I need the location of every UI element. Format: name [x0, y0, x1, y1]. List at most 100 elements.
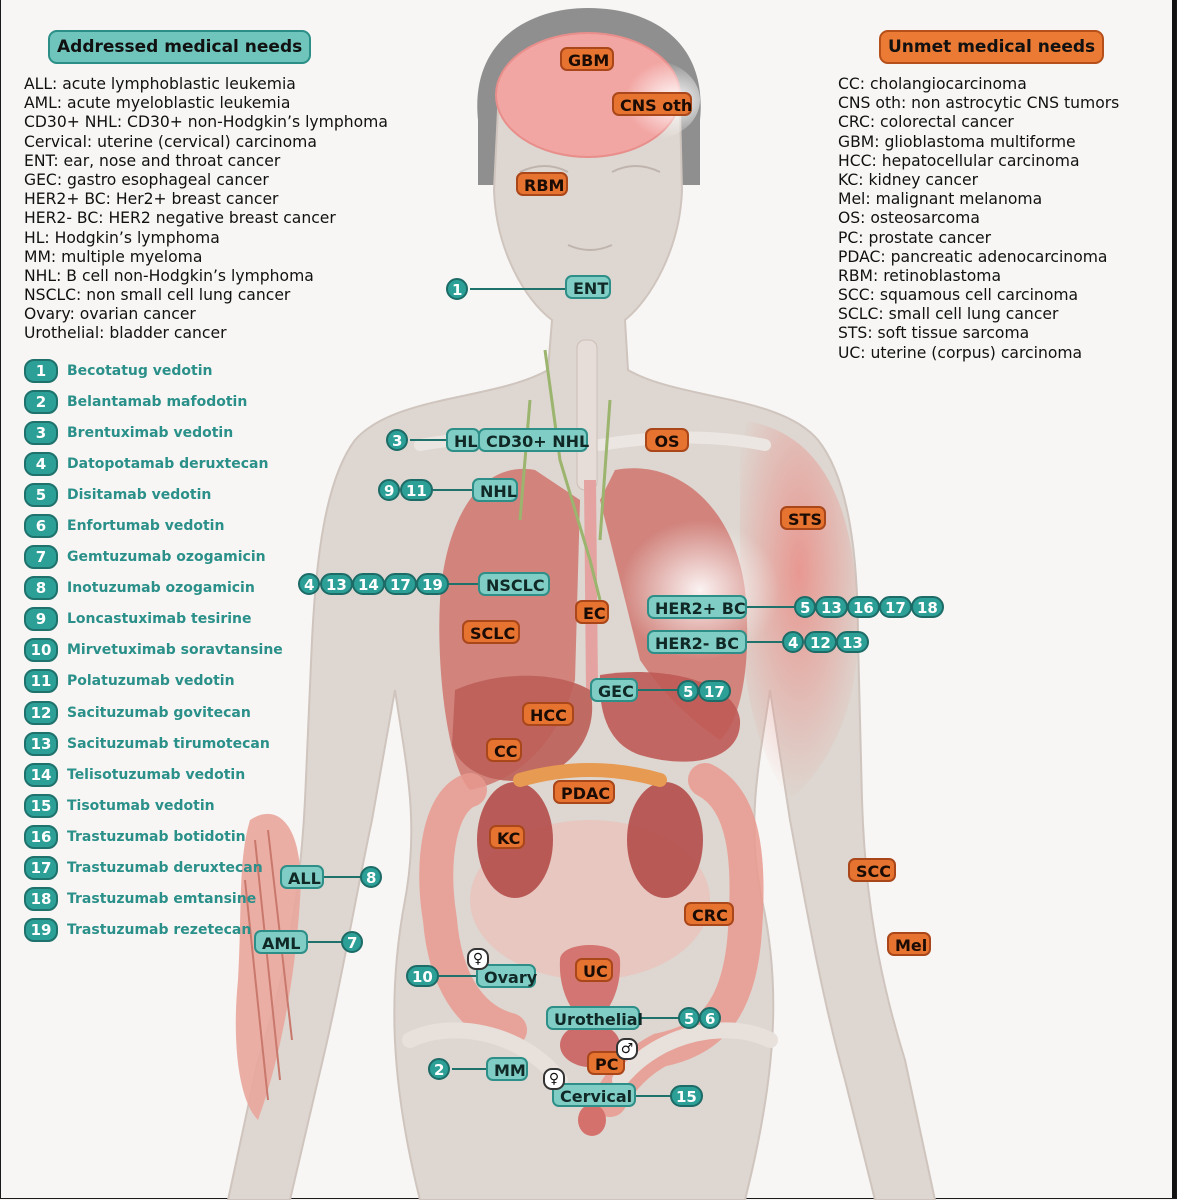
drug-name: Sacituzumab tirumotecan: [67, 735, 270, 752]
ovary-label: Ovary: [476, 964, 537, 988]
drug-legend-item: 16 Trastuzumab botidotin: [24, 821, 283, 852]
drug-name: Polatuzumab vedotin: [67, 673, 235, 690]
trachea: [576, 339, 598, 491]
aml-label: AML: [254, 930, 308, 954]
all-drug-8: 8: [360, 866, 383, 888]
drug-number-badge: 1: [24, 358, 58, 383]
nsclc-label: NSCLC: [478, 572, 550, 596]
aml-drug-7: 7: [341, 931, 364, 953]
drug-name: Belantamab mafodotin: [67, 393, 248, 410]
pancreas: [513, 763, 667, 787]
abbreviation-entry: CNS oth: non astrocytic CNS tumors: [838, 94, 1120, 113]
drug-number-badge: 19: [24, 918, 58, 943]
nsclc-drug-14: 14: [352, 573, 385, 595]
abbreviation-entry: GEC: gastro esophageal cancer: [24, 170, 269, 189]
abbreviation-entry: AML: acute myeloblastic leukemia: [24, 94, 291, 113]
drug-number-badge: 12: [24, 700, 58, 725]
abbreviation-entry: CC: cholangiocarcinoma: [838, 75, 1027, 93]
addressed-abbreviation-list: ALL: acute lymphoblastic leukemia AML: a…: [24, 75, 388, 344]
drug-number-badge: 15: [24, 793, 58, 818]
sts-label: STS: [780, 506, 826, 530]
drug-legend-item: 11 Polatuzumab vedotin: [24, 666, 283, 697]
nsclc-drug-13: 13: [320, 573, 353, 595]
rbm-label: RBM: [516, 172, 568, 196]
drug-name: Gemtuzumab ozogamicin: [67, 549, 266, 566]
her2pos-drug-18: 18: [911, 596, 944, 618]
abbreviation-entry: RBM: retinoblastoma: [838, 266, 1002, 285]
her2neg-drug-12: 12: [804, 631, 837, 653]
drug-number-badge: 3: [24, 420, 58, 445]
her2neg-drug-4: 4: [782, 631, 805, 653]
mm-drug-2: 2: [428, 1058, 451, 1080]
abbreviation-entry: Ovary: ovarian cancer: [24, 305, 196, 324]
her2neg-drug-13: 13: [836, 631, 869, 653]
male-symbol-icon: ♂: [616, 1038, 638, 1060]
abbreviation-entry: MM: multiple myeloma: [24, 247, 203, 266]
nsclc-drug-19: 19: [416, 573, 449, 595]
scc-label: SCC: [848, 858, 896, 882]
drug-number-badge: 14: [24, 762, 58, 787]
drug-legend-item: 7 Gemtuzumab ozogamicin: [24, 542, 283, 573]
face-mouth: [567, 244, 613, 251]
drug-name: Loncastuximab tesirine: [67, 611, 252, 628]
prostate: [578, 1104, 606, 1136]
cervical-label: Cervical: [552, 1083, 636, 1107]
her2pos-drug-16: 16: [847, 596, 880, 618]
hcc-label: HCC: [522, 702, 574, 726]
drug-name: Trastuzumab deruxtecan: [67, 860, 263, 877]
os-label: OS: [645, 428, 689, 452]
abbreviation-entry: ALL: acute lymphoblastic leukemia: [24, 75, 296, 93]
abbreviation-entry: HER2- BC: HER2 negative breast cancer: [24, 209, 336, 228]
drug-number-badge: 6: [24, 514, 58, 539]
mm-label: MM: [486, 1057, 528, 1081]
abbreviation-entry: GBM: glioblastoma multiforme: [838, 132, 1076, 151]
abbreviation-entry: CD30+ NHL: CD30+ non-Hodgkin’s lymphoma: [24, 113, 388, 132]
gbm-label: GBM: [560, 47, 614, 71]
all-label: ALL: [280, 865, 324, 889]
urothelial-label: Urothelial: [546, 1006, 643, 1030]
pelvis: [402, 1022, 778, 1088]
abbreviation-entry: HL: Hodgkin’s lymphoma: [24, 228, 220, 247]
nhl-label: NHL: [472, 478, 518, 502]
drug-legend-item: 17 Trastuzumab deruxtecan: [24, 853, 283, 884]
drug-name: Mirvetuximab soravtansine: [67, 642, 283, 659]
unmet-needs-header: Unmet medical needs: [879, 30, 1105, 64]
drug-name: Inotuzumab ozogamicin: [67, 580, 255, 597]
female-symbol-icon: ♀: [467, 948, 489, 970]
cervical-drug-15: 15: [670, 1085, 703, 1107]
abbreviation-entry: HER2+ BC: Her2+ breast cancer: [24, 190, 279, 209]
drug-number-badge: 10: [24, 638, 58, 663]
abbreviation-entry: UC: uterine (corpus) carcinoma: [838, 343, 1083, 362]
hl-label: HL: [446, 428, 480, 452]
her2pos-drug-13: 13: [815, 596, 848, 618]
nhl-drug-9: 9: [378, 479, 401, 501]
right-kidney: [627, 782, 703, 898]
sclc-label: SCLC: [462, 620, 520, 644]
urothelial-drug-6: 6: [699, 1007, 722, 1029]
drug-number-badge: 17: [24, 856, 58, 881]
cd30-nhl-label: CD30+ NHL: [478, 428, 589, 452]
female-symbol-icon: ♀: [543, 1068, 565, 1090]
gec-label: GEC: [590, 678, 638, 702]
drug-name: Trastuzumab rezetecan: [67, 922, 252, 939]
nhl-drug-11: 11: [400, 479, 433, 501]
esophagus: [584, 479, 598, 691]
ovary-drug-10: 10: [406, 965, 439, 987]
drug-legend-item: 10 Mirvetuximab soravtansine: [24, 635, 283, 666]
abbreviation-entry: Mel: malignant melanoma: [838, 190, 1043, 209]
drug-number-badge: 7: [24, 545, 58, 570]
abbreviation-entry: Cervical: uterine (cervical) carcinoma: [24, 132, 317, 151]
drug-number-badge: 16: [24, 824, 58, 849]
drug-name: Trastuzumab botidotin: [67, 828, 246, 845]
drug-number-badge: 11: [24, 669, 58, 694]
abbreviation-entry: SCLC: small cell lung cancer: [838, 305, 1059, 324]
ent-drug-1: 1: [446, 278, 469, 300]
